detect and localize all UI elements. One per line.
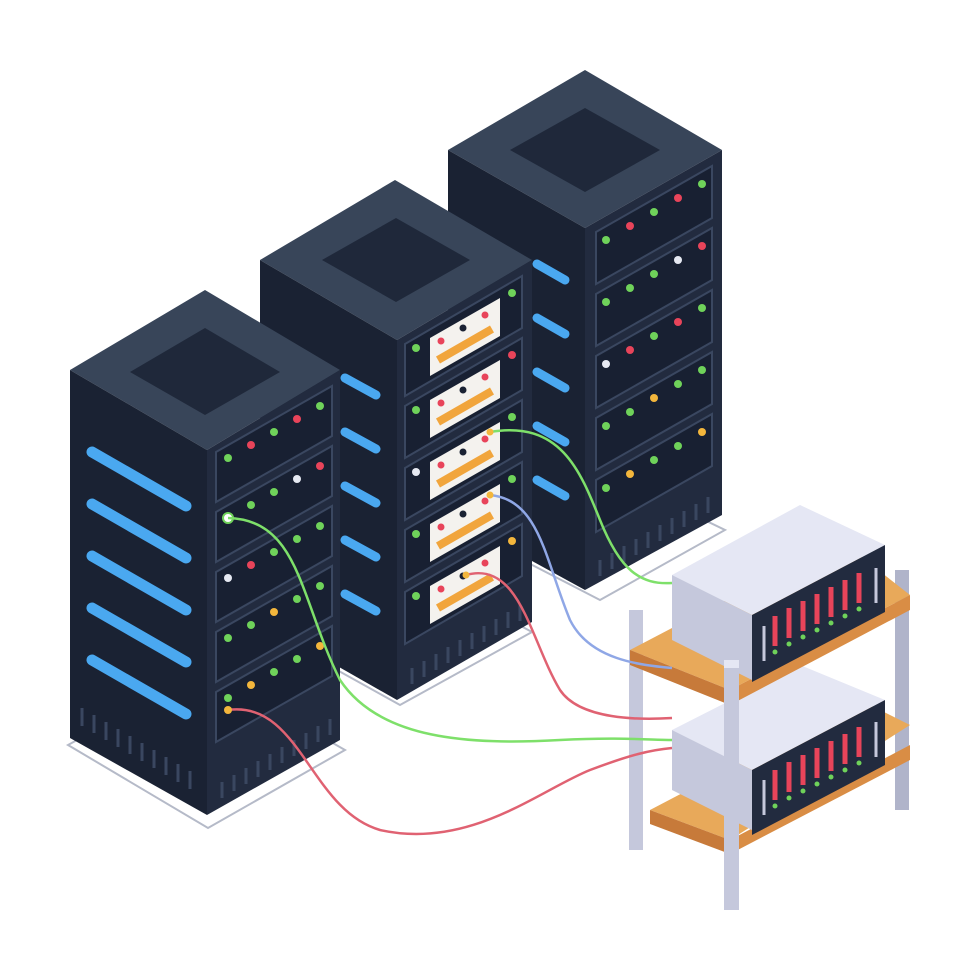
back-rack-bottom-vents xyxy=(598,497,710,576)
left-rack-bays xyxy=(215,384,333,744)
middle-rack-panels xyxy=(430,298,500,624)
upper-shelf-edge xyxy=(630,650,730,705)
left-rack xyxy=(65,290,348,830)
green-cable-left xyxy=(227,516,673,743)
left-rack-top-inset xyxy=(130,328,280,415)
left-rack-bottom-vents xyxy=(80,708,332,798)
shelf-post-top-cap xyxy=(724,660,739,668)
middle-rack-side-vents xyxy=(340,373,381,616)
middle-rack-top-inset xyxy=(322,218,470,302)
back-rack-top-inset xyxy=(510,108,660,192)
shelf-unit xyxy=(629,505,910,910)
shelf-post xyxy=(724,665,739,910)
red-cable-left xyxy=(227,708,673,836)
left-rack-side-vents xyxy=(86,446,192,720)
cable-jacks xyxy=(224,428,494,714)
back-rack-bays xyxy=(595,164,713,534)
lower-shelf-edge xyxy=(650,810,730,854)
back-rack-side-vents xyxy=(532,259,570,501)
shelf-post xyxy=(629,610,643,850)
blue-cable-middle xyxy=(489,493,673,670)
cables xyxy=(227,429,673,836)
middle-rack-leds xyxy=(412,289,516,600)
back-rack-leds xyxy=(602,180,706,492)
upper-storage-device xyxy=(672,505,885,682)
red-cable-middle xyxy=(465,571,673,720)
green-cable-middle xyxy=(489,429,673,585)
middle-rack-bottom-vents xyxy=(410,605,522,684)
